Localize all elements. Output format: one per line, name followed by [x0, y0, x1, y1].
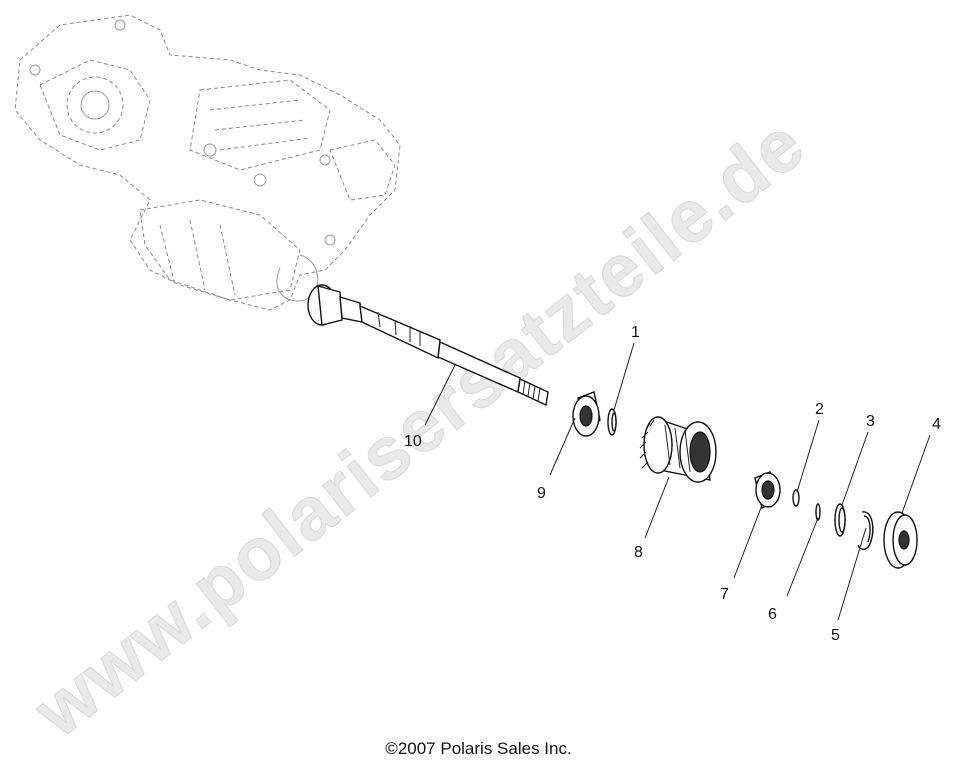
part-1-ring: [607, 408, 617, 436]
part-6-clip: [815, 503, 821, 521]
part-8-gear: [639, 416, 717, 483]
callout-2: 2: [815, 401, 824, 418]
part-10-shaft: [307, 284, 549, 407]
copyright-text: ©2007 Polaris Sales Inc.: [385, 739, 572, 758]
callout-5: 5: [831, 627, 840, 644]
callout-4: 4: [932, 416, 941, 433]
callout-9: 9: [537, 485, 546, 502]
part-7-bushing: [754, 471, 781, 510]
callout-labels: 1 2 3 4 5 6 7 8 9 10: [404, 324, 941, 644]
callout-6: 6: [768, 606, 777, 623]
leader-lines: [424, 342, 931, 621]
callout-3: 3: [866, 413, 875, 430]
engine-block-outline: [14, 14, 401, 311]
part-4-thrust-washer: [883, 511, 918, 569]
part-2-washer: [792, 489, 800, 507]
part-3-ring: [834, 503, 846, 537]
callout-8: 8: [634, 544, 643, 561]
callout-1: 1: [631, 324, 640, 341]
callout-10: 10: [404, 433, 422, 450]
callout-7: 7: [720, 586, 729, 603]
part-9-bearing: [572, 391, 601, 437]
